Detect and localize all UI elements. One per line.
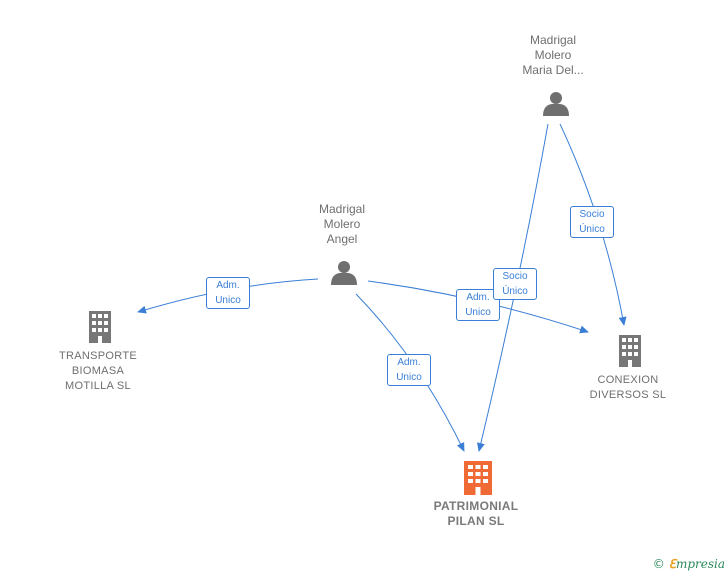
edge-label-adm-unico: Adm. Unico [456,289,500,321]
copyright-icon: © [652,557,665,571]
building-icon-main [464,461,492,495]
building-icon [619,335,641,367]
person-icon [331,261,357,285]
person-icon [543,92,569,116]
company-label-transporte[interactable]: TRANSPORTE BIOMASA MOTILLA SL [59,350,137,392]
company-label-patrimonial[interactable]: PATRIMONIAL PILAN SL [433,499,519,528]
brand-name: mpresia [675,557,725,571]
company-label-conexion[interactable]: CONEXION DIVERSOS SL [589,374,667,401]
edge-label-adm-unico: Adm. Unico [387,354,431,386]
edge-label-adm-unico: Adm. Unico [206,277,250,309]
person-label-angel[interactable]: Madrigal Molero Angel [318,202,366,246]
building-icon [89,311,111,343]
brand-initial: ℇ [668,557,676,571]
empresia-logo[interactable]: © ℇmpresia [653,557,725,571]
edge-label-socio-unico: Socio Único [570,206,614,238]
person-label-maria[interactable]: Madrigal Molero Maria Del... [522,33,584,77]
edge-label-socio-unico: Socio Único [493,268,537,300]
